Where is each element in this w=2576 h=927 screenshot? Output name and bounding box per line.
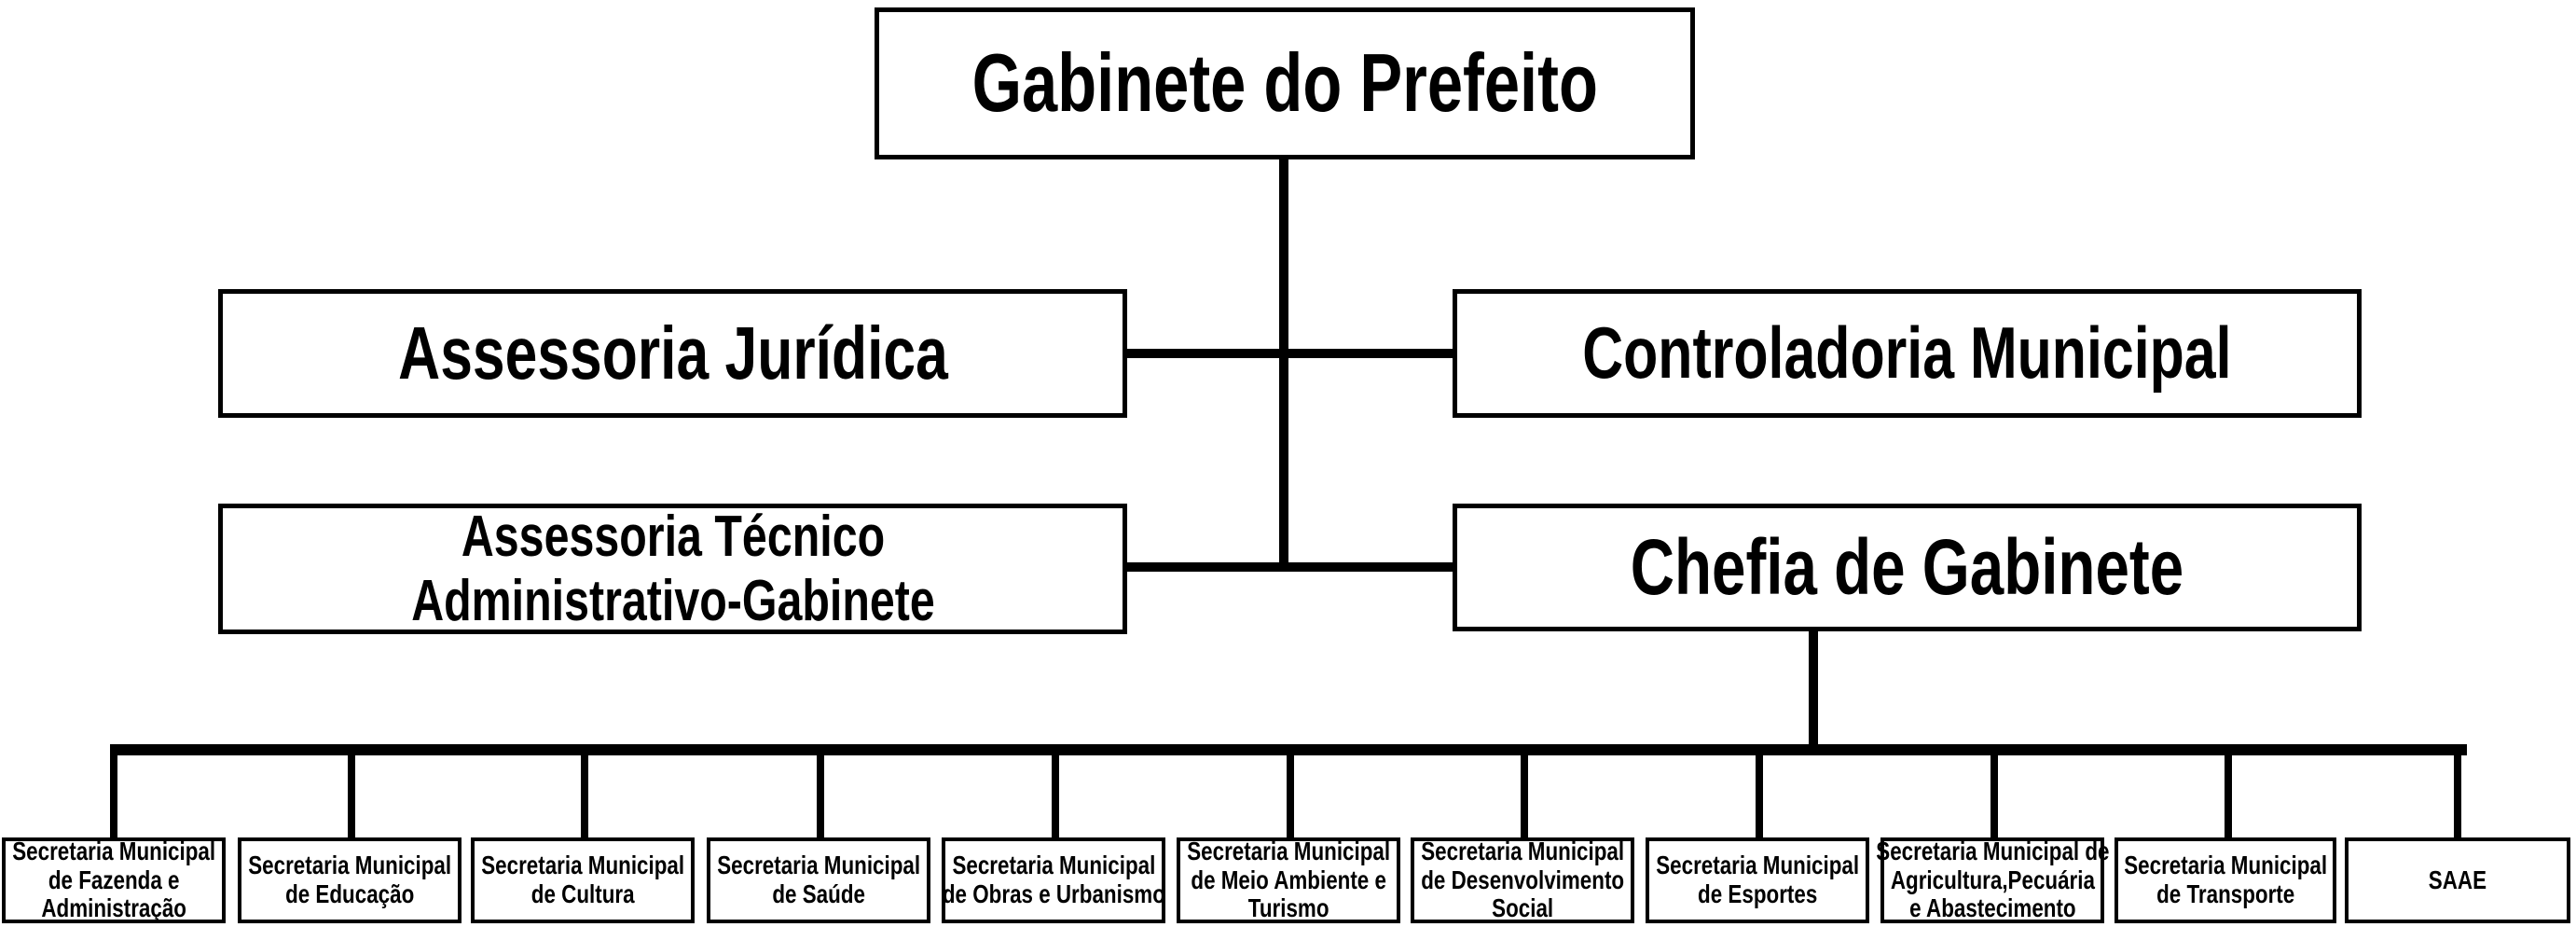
node-gabinete-do-prefeito-label: Gabinete do Prefeito [971,36,1598,130]
node-secretaria-esportes: Secretaria Municipal de Esportes [1646,837,1869,923]
node-assessoria-juridica: Assessoria Jurídica [218,289,1127,418]
node-secretaria-meio-ambiente-turismo: Secretaria Municipal de Meio Ambiente e … [1177,837,1400,923]
node-controladoria-municipal-label: Controladoria Municipal [1582,311,2232,394]
connector-root-vertical [1279,159,1288,572]
node-secretaria-saude-label: Secretaria Municipal de Saúde [717,851,920,908]
connector-chefia-vertical [1809,631,1818,750]
node-secretaria-cultura-label: Secretaria Municipal de Cultura [481,851,684,908]
connector-level3-horizontal [1127,562,1453,572]
node-secretaria-desenvolvimento-social: Secretaria Municipal de Desenvolvimento … [1411,837,1634,923]
node-secretaria-saude: Secretaria Municipal de Saúde [707,837,930,923]
node-secretaria-fazenda-administracao-label: Secretaria Municipal de Fazenda e Admini… [12,836,215,923]
node-secretaria-agricultura-pecuaria: Secretaria Municipal de Agricultura,Pecu… [1876,837,2109,923]
node-assessoria-tecnico-administrativo: Assessoria Técnico Administrativo-Gabine… [218,504,1127,634]
node-saae: SAAE [2345,837,2570,923]
node-secretaria-educacao-label: Secretaria Municipal de Educação [248,851,451,908]
node-gabinete-do-prefeito: Gabinete do Prefeito [875,7,1695,159]
node-chefia-de-gabinete-label: Chefia de Gabinete [1630,523,2184,612]
connector-stub-obras [1052,754,1059,837]
node-secretaria-cultura: Secretaria Municipal de Cultura [471,837,695,923]
connector-stub-saude [817,754,824,837]
node-secretaria-agricultura-pecuaria-label: Secretaria Municipal de Agricultura,Pecu… [1875,836,2110,923]
connector-stub-transporte [2225,754,2232,837]
node-secretaria-obras-urbanismo-label: Secretaria Municipal de Obras e Urbanism… [942,851,1165,908]
node-assessoria-juridica-label: Assessoria Jurídica [397,311,948,394]
connector-stub-agricultura [1991,754,1998,837]
node-controladoria-municipal: Controladoria Municipal [1453,289,2362,418]
node-secretaria-desenvolvimento-social-label: Secretaria Municipal de Desenvolvimento … [1421,836,1624,923]
connector-secretariats-bus [110,744,2467,755]
node-secretaria-transporte-label: Secretaria Municipal de Transporte [2124,851,2327,908]
node-chefia-de-gabinete: Chefia de Gabinete [1453,504,2362,631]
node-secretaria-transporte: Secretaria Municipal de Transporte [2115,837,2336,923]
connector-stub-esportes [1756,754,1763,837]
node-secretaria-esportes-label: Secretaria Municipal de Esportes [1656,851,1859,908]
connector-stub-desenvolvimento [1521,754,1528,837]
connector-stub-fazenda [110,754,117,837]
node-secretaria-obras-urbanismo: Secretaria Municipal de Obras e Urbanism… [942,837,1165,923]
node-secretaria-meio-ambiente-turismo-label: Secretaria Municipal de Meio Ambiente e … [1187,836,1390,923]
connector-stub-educacao [348,754,355,837]
connector-stub-cultura [581,754,588,837]
connector-stub-saae [2454,754,2461,837]
connector-level2-horizontal [1127,349,1453,358]
connector-stub-meio-ambiente [1287,754,1294,837]
node-assessoria-tecnico-administrativo-label: Assessoria Técnico Administrativo-Gabine… [410,504,935,633]
node-saae-label: SAAE [2428,865,2487,894]
node-secretaria-fazenda-administracao: Secretaria Municipal de Fazenda e Admini… [2,837,226,923]
node-secretaria-educacao: Secretaria Municipal de Educação [238,837,461,923]
